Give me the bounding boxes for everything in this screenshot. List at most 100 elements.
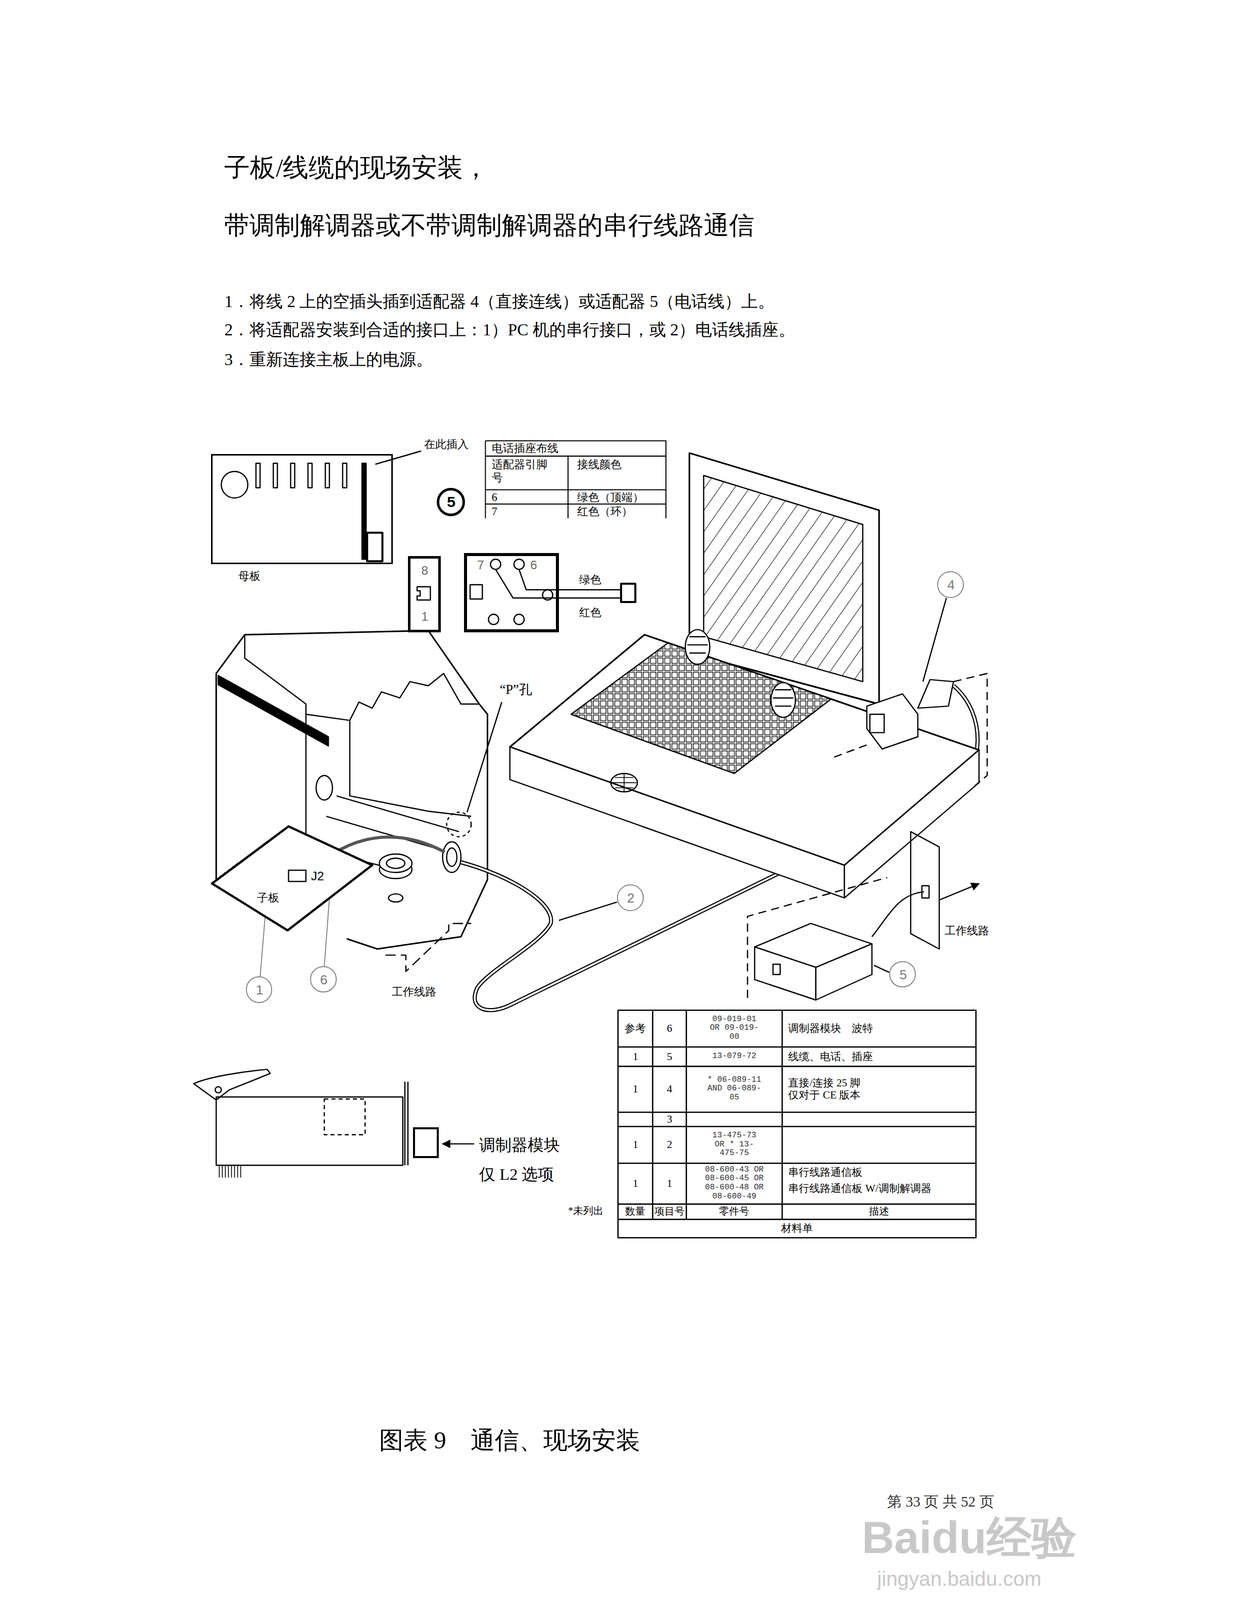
callout-circle: 2	[616, 884, 644, 911]
standoff	[316, 775, 333, 800]
card-lever	[215, 1086, 222, 1093]
adapter-face	[869, 713, 885, 733]
table-grid	[485, 440, 666, 519]
motherboard: 母板	[211, 453, 393, 564]
table-cell: 串行线路通信板	[788, 1165, 863, 1178]
plug	[367, 532, 383, 562]
jack	[621, 583, 636, 602]
part-label: 工作线路	[391, 985, 437, 999]
part-number: * 06-089-11 AND 06-089-05	[705, 1075, 763, 1103]
wire-color: 绿色	[579, 573, 602, 587]
hinge	[773, 689, 794, 706]
wire-color: 红色	[579, 605, 602, 620]
pin	[513, 613, 525, 625]
dashed-region	[747, 877, 888, 998]
table-cell: 适配器引脚号	[491, 457, 553, 484]
slot	[273, 462, 278, 488]
hole	[388, 893, 403, 902]
adapter-pinout: 76	[464, 552, 559, 633]
node-text: 7	[477, 557, 484, 573]
laptop-front	[509, 746, 845, 898]
wall-plate	[910, 831, 940, 949]
node-text: 4	[947, 577, 955, 593]
node-text: 子板	[256, 891, 280, 905]
arrow	[442, 1143, 475, 1145]
laptop-side	[844, 749, 980, 898]
callout-circle: 4	[937, 571, 964, 598]
knob	[379, 853, 412, 872]
p-hole	[446, 811, 472, 837]
step-text: 3．重新连接主板上的电源。	[224, 349, 433, 370]
node-text: 6	[530, 557, 537, 573]
node-text: 调制器模块 仅 L2 选项	[479, 1129, 577, 1189]
part-number: 09-019-01 OR 09-019-00	[705, 1014, 763, 1042]
modem-front	[754, 946, 816, 1000]
hinge	[685, 629, 710, 665]
hinge	[687, 636, 708, 653]
node-text: 8	[421, 563, 429, 578]
table-cell: 1	[632, 1138, 639, 1151]
green-wire	[519, 569, 622, 590]
node-text: J2	[311, 868, 325, 884]
laptop-screen	[703, 475, 863, 682]
table-cell: 7	[491, 504, 498, 519]
pin	[513, 558, 525, 570]
node-text: 6	[320, 971, 328, 988]
leader-line	[873, 964, 890, 972]
table-cell: 接线颜色	[577, 457, 622, 472]
dashed-link	[953, 673, 988, 786]
board-outline	[212, 815, 374, 932]
connector-slot	[362, 462, 367, 559]
leader-line	[375, 450, 422, 465]
note: *未列出	[568, 1204, 604, 1217]
card-pins	[219, 1164, 241, 1177]
table-cell: 调制器模块 波特	[788, 1021, 873, 1035]
table-header: 描述	[868, 1205, 890, 1217]
table-cell: 2	[666, 1138, 673, 1151]
page-title: 子板/线缆的现场安装，	[224, 152, 489, 183]
part-number: 13-079-72	[705, 1051, 763, 1061]
table-cell: 电话插座布线	[491, 441, 559, 455]
table-cell: 6	[491, 490, 498, 504]
table-cell: 4	[666, 1082, 673, 1095]
table-cell: 线缆、电话、插座	[788, 1050, 873, 1063]
table-cell: 3	[666, 1112, 673, 1125]
callout-circle: 5	[436, 487, 466, 517]
pin	[490, 558, 501, 570]
trackball	[610, 773, 638, 792]
pin	[488, 613, 499, 625]
housing-wall	[244, 634, 350, 847]
part-number: 08-600-43 OR 08-600-45 OR 08-600-48 OR 0…	[699, 1165, 769, 1202]
part-label: “P”孔	[499, 682, 533, 698]
node-text: 母板	[238, 569, 261, 583]
cable-gland	[442, 841, 461, 873]
card-lever	[193, 1068, 271, 1100]
phone-cable	[871, 891, 924, 937]
adapter-jack	[917, 679, 954, 709]
node-text: 5	[899, 966, 907, 983]
daughterboard: 子板 J2	[212, 815, 374, 932]
edge-contacts	[215, 862, 238, 882]
table-cell: 直接/连接 25 脚 仅对于 CE 版本	[788, 1076, 862, 1102]
leader-line	[324, 897, 330, 966]
board-hole	[221, 471, 248, 498]
table-title: 材料单	[781, 1221, 813, 1234]
subtitle: 带调制解调器或不带调制解调器的串行线路通信	[224, 211, 755, 241]
table-cell: 串行线路通信板 W/调制解调器	[788, 1181, 932, 1195]
rail	[218, 675, 329, 746]
step-text: 1．将线 2 上的空插头插到适配器 4（直接连线）或适配器 5（电话线）上。	[224, 291, 775, 312]
node-text: 1	[255, 982, 264, 998]
slot	[325, 462, 330, 488]
slot	[290, 462, 295, 488]
knob	[386, 857, 405, 868]
board-outline	[212, 826, 373, 931]
table-header: 数量	[625, 1205, 646, 1217]
hinge	[770, 682, 796, 718]
step-text: 2．将适配器安装到合适的接口上：1）PC 机的串行接口，或 2）电话线插座。	[224, 320, 795, 340]
part-number: 13-475-73 OR * 13-475-75	[705, 1130, 763, 1158]
arrow	[939, 883, 980, 900]
leader-line	[558, 901, 617, 920]
table-cell: 绿色（顶端）	[577, 490, 644, 504]
